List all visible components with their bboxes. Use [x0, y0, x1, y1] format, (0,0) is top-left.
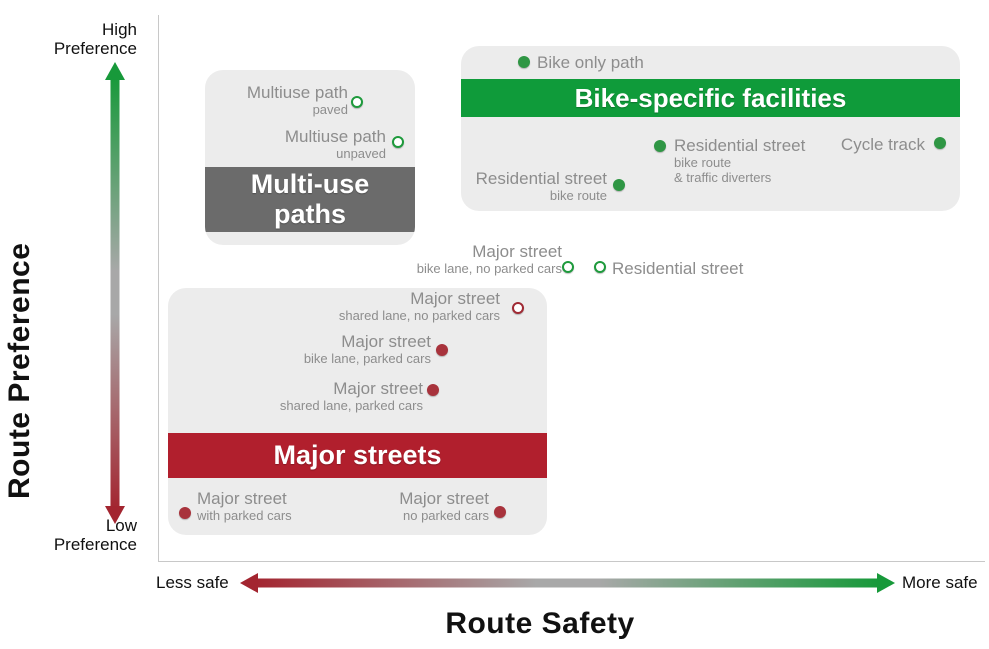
- point-marker: [654, 140, 666, 152]
- point-label-residential-diverters: Residential street bike route & traffic …: [674, 136, 806, 185]
- group-box-major-streets: Major streets: [168, 288, 547, 535]
- point-marker: [351, 96, 363, 108]
- point-label-major-noparked: Major street no parked cars: [399, 489, 489, 523]
- arrow-up-icon: [105, 62, 125, 80]
- x-axis-low-label: Less safe: [156, 573, 229, 592]
- point-label-major-bikelane-noparked: Major street bike lane, no parked cars: [416, 242, 562, 276]
- plot-axes-frame: [158, 15, 985, 562]
- point-marker: [594, 261, 606, 273]
- x-axis-gradient-arrow: [240, 573, 895, 593]
- arrow-down-icon: [105, 506, 125, 524]
- group-box-multiuse-paths: Multi-use paths: [205, 70, 415, 245]
- point-label-residential-bike-route: Residential street bike route: [475, 169, 607, 203]
- point-label-residential-plain: Residential street: [612, 259, 744, 278]
- group-band-bike-specific: Bike-specific facilities: [461, 79, 960, 117]
- point-marker: [494, 506, 506, 518]
- arrow-right-icon: [877, 573, 895, 593]
- point-marker: [436, 344, 448, 356]
- point-marker: [934, 137, 946, 149]
- point-label-major-withparked: Major street with parked cars: [197, 489, 292, 523]
- point-marker: [562, 261, 574, 273]
- group-box-bike-specific: Bike-specific facilities: [461, 46, 960, 211]
- y-axis-title: Route Preference: [3, 242, 36, 500]
- point-label-multiuse-unpaved: Multiuse path unpaved: [284, 127, 386, 161]
- point-marker: [179, 507, 191, 519]
- point-marker: [427, 384, 439, 396]
- point-label-major-sharedlane-parked: Major street shared lane, parked cars: [279, 379, 423, 413]
- point-marker: [512, 302, 524, 314]
- point-label-major-sharedlane-noparked: Major street shared lane, no parked cars: [338, 289, 500, 323]
- point-marker: [613, 179, 625, 191]
- x-axis-title: Route Safety: [445, 607, 635, 640]
- point-marker: [518, 56, 530, 68]
- y-axis-high-label: High Preference: [53, 20, 137, 58]
- point-marker: [392, 136, 404, 148]
- point-label-multiuse-paved: Multiuse path paved: [246, 83, 348, 117]
- arrow-left-icon: [240, 573, 258, 593]
- group-band-multiuse-paths: Multi-use paths: [205, 167, 415, 232]
- point-label-bike-only-path: Bike only path: [537, 53, 644, 72]
- y-axis-gradient-arrow: [105, 62, 125, 524]
- point-label-major-bikelane-parked: Major street bike lane, parked cars: [303, 332, 431, 366]
- x-axis-high-label: More safe: [902, 573, 978, 592]
- point-label-cycle-track: Cycle track: [840, 135, 925, 154]
- group-band-major-streets: Major streets: [168, 433, 547, 478]
